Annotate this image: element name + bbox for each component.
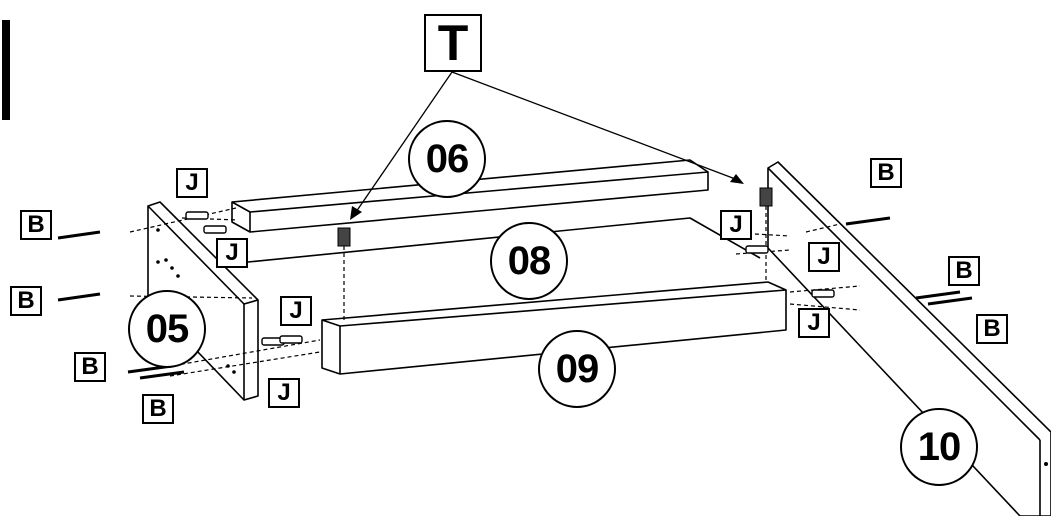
- part-10-label: 10: [900, 408, 978, 486]
- screw-b-label: B: [20, 210, 52, 240]
- tool-pointers: [355, 71, 739, 213]
- screw-b-label: B: [870, 158, 902, 188]
- dowel-j-label: J: [798, 308, 830, 338]
- dowel-j-label: J: [808, 242, 840, 272]
- screw-b-label: B: [142, 394, 174, 424]
- dowel-j-label: J: [216, 238, 248, 268]
- dowel-j-label: J: [280, 296, 312, 326]
- part-06-label: 06: [408, 120, 486, 198]
- dowels: [185, 211, 835, 346]
- panel-05-holes: [156, 228, 1048, 466]
- panel-09: [321, 281, 787, 375]
- part-05-label: 05: [128, 290, 206, 368]
- screw-b-label: B: [948, 256, 980, 286]
- screw-b-label: B: [976, 314, 1008, 344]
- tool-t-label: T: [424, 14, 482, 72]
- cam-fittings: [337, 187, 773, 247]
- screw-b-label: B: [74, 352, 106, 382]
- dowel-j-label: J: [268, 378, 300, 408]
- arrowheads: [350, 174, 744, 220]
- dowel-j-label: J: [176, 168, 208, 198]
- part-08-label: 08: [490, 222, 568, 300]
- screw-b-label: B: [10, 286, 42, 316]
- dowel-j-label: J: [720, 210, 752, 240]
- left-edge-bar: [2, 20, 10, 120]
- part-09-label: 09: [538, 330, 616, 408]
- panel-08: [247, 217, 761, 263]
